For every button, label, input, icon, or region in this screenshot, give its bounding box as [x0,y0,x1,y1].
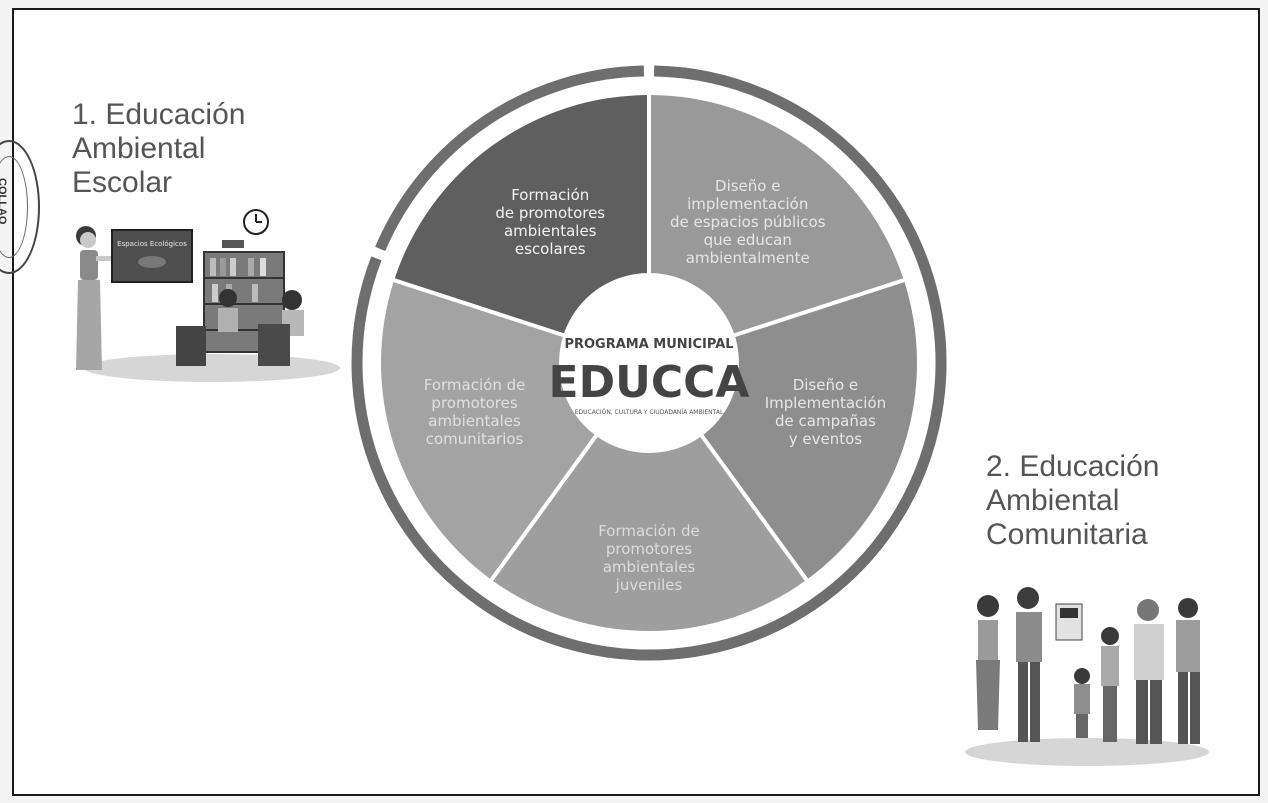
clock-icon [243,209,269,235]
segment-label-line: de campañas [775,412,876,430]
stamp-text: COLLAO [0,178,8,225]
segment-label-line: Implementación [765,394,886,412]
center-sub-text: EDUCACIÓN, CULTURA Y CIUDADANÍA AMBIENTA… [575,409,724,416]
segment-label-line: Formación de [424,376,526,394]
segment-label-line: Diseño e [715,177,780,195]
person-man-left [1016,587,1042,742]
wheel-segment-4 [491,363,807,631]
poster-sign [1055,603,1083,641]
person-man-center [1134,599,1164,744]
community-title-line-2: Ambiental [986,484,1120,517]
person-child-small [1074,668,1090,738]
outer-rings [351,65,947,661]
segment-label-line: Formación de [598,522,700,540]
segment-label-line: ambientales [603,558,696,576]
bookshelf [203,240,285,353]
segment-label-line: ambientalmente [686,249,810,267]
segment-label-line: que educan [704,231,792,249]
segment-label-line: implementación [687,195,808,213]
community-title-line-1: 2. Educación [986,450,1160,483]
wheel-segment-1 [394,95,649,363]
segment-label-line: comunitarios [426,430,524,448]
school-education-title: 1. Educación Ambiental Escolar [72,98,245,200]
outer-ring-arc-left [375,65,645,252]
segment-label-line: juveniles [615,576,683,594]
classroom-illustration: Espacios Ecológicos [76,209,340,382]
center-circle [559,273,739,453]
segment-label-line: Formación [511,186,589,204]
segment-label-line: promotores [431,394,517,412]
segment-label-line: y eventos [789,430,863,448]
community-floor-shadow [965,738,1209,766]
school-title-line-3: Escolar [72,166,173,199]
wheel-segment-2 [649,95,904,363]
segment-label-line: ambientales [504,222,597,240]
school-title-line-1: 1. Educación [72,98,246,131]
person-girl [1101,627,1119,742]
segment-label-line: Diseño e [793,376,858,394]
chalkboard: Espacios Ecológicos [111,229,193,283]
person-woman-left [976,595,1000,730]
wheel-segments [381,95,917,631]
segment-label-line: de espacios públicos [670,213,826,231]
outer-ring-arc-right [351,65,947,661]
community-illustration [965,587,1209,766]
segment-label-line: escolares [515,240,586,258]
chalkboard-text: Espacios Ecológicos [117,240,187,248]
community-education-title: 2. Educación Ambiental Comunitaria [986,450,1159,552]
segment-label-line: ambientales [428,412,521,430]
person-man-right [1176,598,1200,744]
segment-label-line: promotores [606,540,692,558]
school-title-line-2: Ambiental [72,132,206,165]
center-logo: PROGRAMA MUNICIPAL EDUCCA EDUCACIÓN, CUL… [549,273,750,453]
center-main-text: EDUCCA [549,357,750,408]
student-left [176,289,238,366]
teacher-figure [76,226,124,370]
student-right [258,290,304,366]
center-top-text: PROGRAMA MUNICIPAL [564,337,733,352]
segment-label-line: de promotores [495,204,605,222]
community-title-line-3: Comunitaria [986,518,1148,551]
classroom-floor-shadow [84,354,340,382]
